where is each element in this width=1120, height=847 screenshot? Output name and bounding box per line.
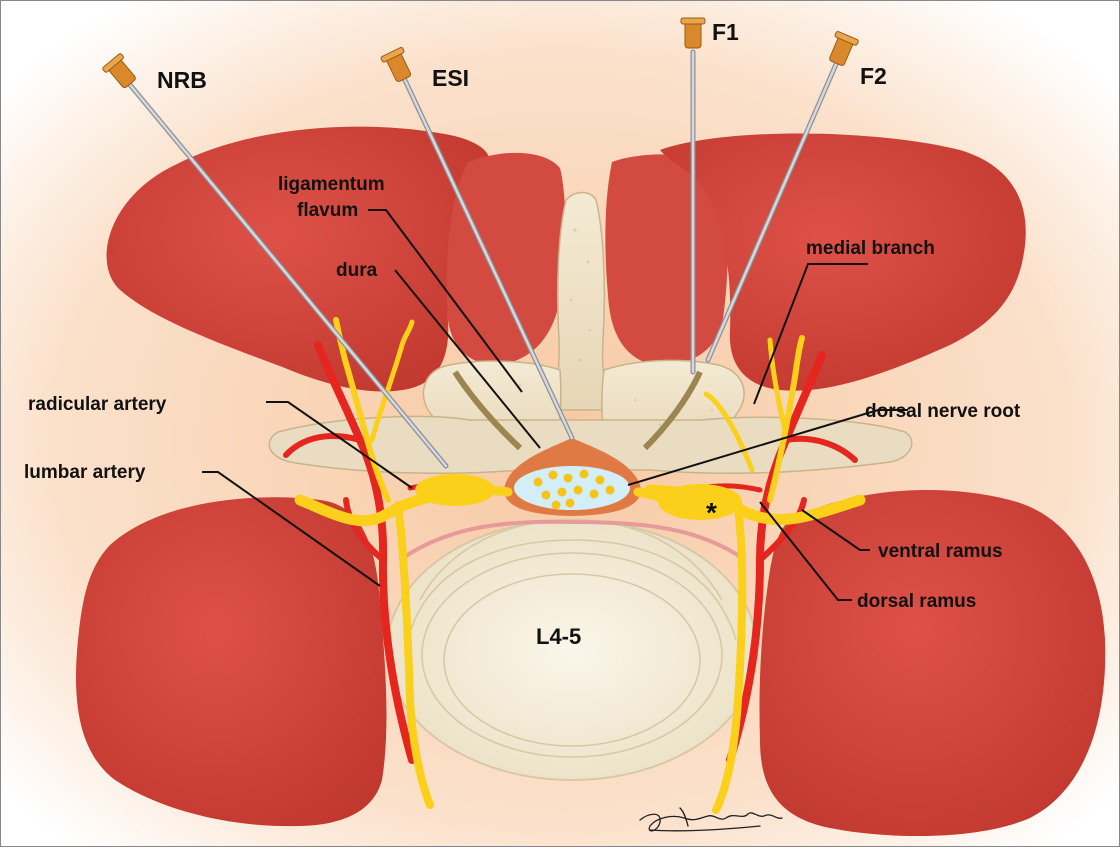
label-dorsal-ramus: dorsal ramus	[857, 591, 976, 612]
needle-label-f1: F1	[712, 19, 739, 45]
left-nerve-root	[478, 490, 508, 492]
label-disc-level: L4-5	[536, 624, 581, 649]
label-ligamentum: ligamentum	[278, 174, 385, 195]
dorsal-root-ganglion-marker: *	[706, 497, 717, 528]
left-mid-muscle	[447, 153, 566, 365]
needle-label-esi: ESI	[432, 65, 469, 91]
needle-label-f2: F2	[860, 63, 887, 89]
label-dorsal-nerve-root: dorsal nerve root	[865, 401, 1021, 422]
left-psoas-muscle	[76, 497, 386, 826]
label-radicular-artery: radicular artery	[28, 394, 167, 415]
label-lumbar-artery: lumbar artery	[24, 462, 146, 483]
label-dura: dura	[336, 260, 378, 281]
intervertebral-disc	[387, 520, 757, 780]
label-medial-branch: medial branch	[806, 238, 935, 259]
needle-label-nrb: NRB	[157, 67, 207, 93]
label-flavum: flavum	[297, 200, 358, 221]
label-ventral-ramus: ventral ramus	[878, 541, 1003, 562]
